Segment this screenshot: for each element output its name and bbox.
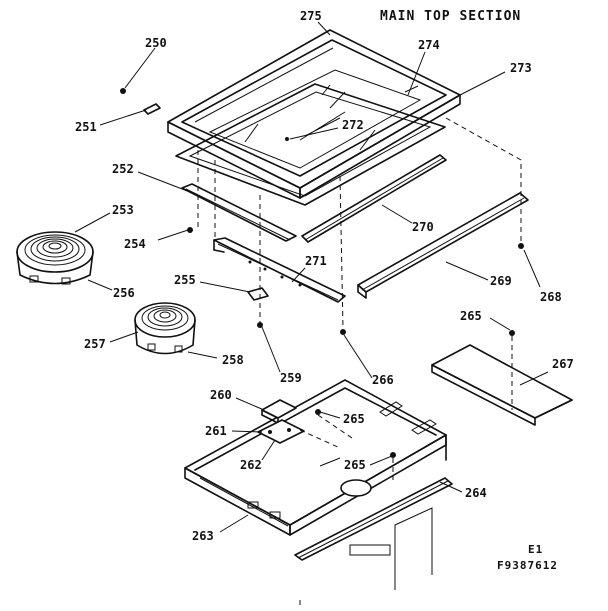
lower-panel xyxy=(299,507,433,605)
label-270: 270 xyxy=(412,220,434,234)
label-256: 256 xyxy=(113,286,135,300)
glass-panel xyxy=(208,69,422,169)
left-trim-strip xyxy=(181,183,297,242)
label-261: 261 xyxy=(205,424,227,438)
label-265-middle: 265 xyxy=(343,412,365,426)
side-trim-270 xyxy=(301,154,447,243)
label-253: 253 xyxy=(112,203,134,217)
label-251: 251 xyxy=(75,120,97,134)
surface-element-small xyxy=(134,302,196,355)
label-263: 263 xyxy=(192,529,214,543)
clip-255 xyxy=(247,287,269,301)
drawing-number: F9387612 xyxy=(497,559,558,572)
label-265-upper: 265 xyxy=(460,309,482,323)
main-top-tray xyxy=(184,379,447,536)
label-260: 260 xyxy=(210,388,232,402)
label-254: 254 xyxy=(124,237,146,251)
label-264: 264 xyxy=(465,486,487,500)
label-257: 257 xyxy=(84,337,106,351)
figure-code: E1 xyxy=(528,543,543,556)
label-266: 266 xyxy=(372,373,394,387)
label-273: 273 xyxy=(510,61,532,75)
screws xyxy=(120,88,524,458)
label-259: 259 xyxy=(280,371,302,385)
bottom-trim-264 xyxy=(294,477,453,561)
label-255: 255 xyxy=(174,273,196,287)
bracket-271 xyxy=(213,237,346,303)
label-265-lower: 265 xyxy=(344,458,366,472)
label-274: 274 xyxy=(418,38,440,52)
label-267: 267 xyxy=(552,357,574,371)
label-262: 262 xyxy=(240,458,262,472)
label-250: 250 xyxy=(145,36,167,50)
rear-panel-267 xyxy=(431,344,573,426)
surface-element-large xyxy=(16,231,94,285)
label-271: 271 xyxy=(305,254,327,268)
label-252: 252 xyxy=(112,162,134,176)
label-272: 272 xyxy=(342,118,364,132)
label-269: 269 xyxy=(490,274,512,288)
top-frame xyxy=(167,29,461,199)
label-258: 258 xyxy=(222,353,244,367)
diagram-title: MAIN TOP SECTION xyxy=(380,9,521,24)
label-275: 275 xyxy=(300,9,322,23)
front-trim-269 xyxy=(357,192,529,299)
bracket-261 xyxy=(257,419,305,444)
callout-labels: 250 251 252 253 254 255 256 257 258 259 … xyxy=(75,9,574,543)
label-268: 268 xyxy=(540,290,562,304)
alignment-lines xyxy=(197,117,522,480)
leader-lines xyxy=(74,21,549,533)
gasket xyxy=(175,83,446,206)
